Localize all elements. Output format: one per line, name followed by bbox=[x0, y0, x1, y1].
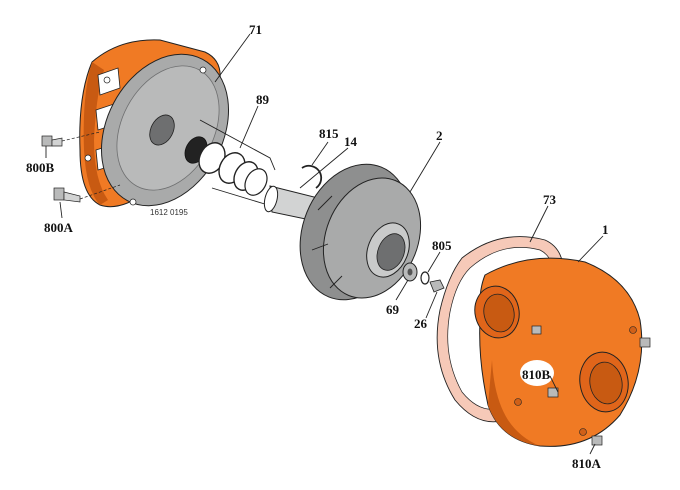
retaining-ring-part-815 bbox=[301, 164, 323, 189]
casing-discharge-port-bore bbox=[589, 361, 623, 405]
bracket-adapter-part-71 bbox=[79, 39, 230, 208]
bracket-bolt-hole bbox=[84, 154, 92, 162]
plug-part-810 bbox=[531, 325, 542, 335]
plug-part-810 bbox=[639, 337, 651, 348]
volute-casing-part-1 bbox=[474, 257, 651, 447]
seal-ring bbox=[244, 168, 268, 196]
drawing-reference-code: 1612 0195 bbox=[150, 208, 188, 217]
bracket-bolt-hole bbox=[129, 198, 137, 206]
plug-part-810 bbox=[547, 387, 559, 398]
mechanical-seal-part-89 bbox=[184, 119, 276, 206]
callout-label-14: 14 bbox=[344, 134, 358, 149]
callout-label-805: 805 bbox=[432, 238, 452, 253]
callout-label-69: 69 bbox=[386, 302, 400, 317]
casing-boss bbox=[514, 398, 522, 406]
callout-label-89: 89 bbox=[256, 92, 270, 107]
casing-suction-port-bore bbox=[483, 293, 515, 333]
screw-part-26 bbox=[429, 279, 445, 293]
callout-label-800B: 800B bbox=[26, 160, 55, 175]
callout-label-800A: 800A bbox=[44, 220, 74, 235]
bracket-bolt-hole bbox=[199, 66, 207, 74]
callout-label-1: 1 bbox=[602, 222, 609, 237]
sleeve-end bbox=[263, 185, 279, 213]
impeller-vane bbox=[311, 243, 329, 251]
bracket-bolt-hole bbox=[103, 76, 111, 84]
bolt-part-800B bbox=[41, 135, 63, 147]
bolt-part-800A bbox=[53, 187, 81, 203]
callout-label-810B: 810B bbox=[522, 367, 551, 382]
impeller-vane bbox=[317, 195, 333, 211]
callout-label-2: 2 bbox=[436, 128, 443, 143]
washer-part-805 bbox=[420, 271, 430, 285]
seal-bracket-line bbox=[199, 119, 276, 171]
callout-label-73: 73 bbox=[543, 192, 557, 207]
casing-orange-shadow bbox=[488, 360, 540, 446]
impeller-eye-inner bbox=[376, 233, 406, 271]
callout-label-71: 71 bbox=[249, 22, 262, 37]
impeller-vane bbox=[329, 275, 343, 289]
impeller-part-2 bbox=[299, 163, 422, 301]
callout-label-815: 815 bbox=[319, 126, 339, 141]
bracket-orange-shadow bbox=[83, 62, 108, 205]
leader-lines bbox=[45, 33, 604, 455]
impeller-nut-part-69-center bbox=[407, 268, 413, 276]
assembly-dashed-line bbox=[79, 184, 121, 200]
casing-boss bbox=[629, 326, 637, 334]
casing-boss bbox=[579, 428, 587, 436]
plug-part-810A bbox=[591, 435, 603, 446]
assembly-dashed-line bbox=[61, 131, 101, 142]
casing-label-area bbox=[520, 360, 554, 386]
callout-label-810A: 810A bbox=[572, 456, 602, 471]
bracket-shaft-bore bbox=[149, 114, 175, 146]
callout-label-26: 26 bbox=[414, 316, 428, 331]
